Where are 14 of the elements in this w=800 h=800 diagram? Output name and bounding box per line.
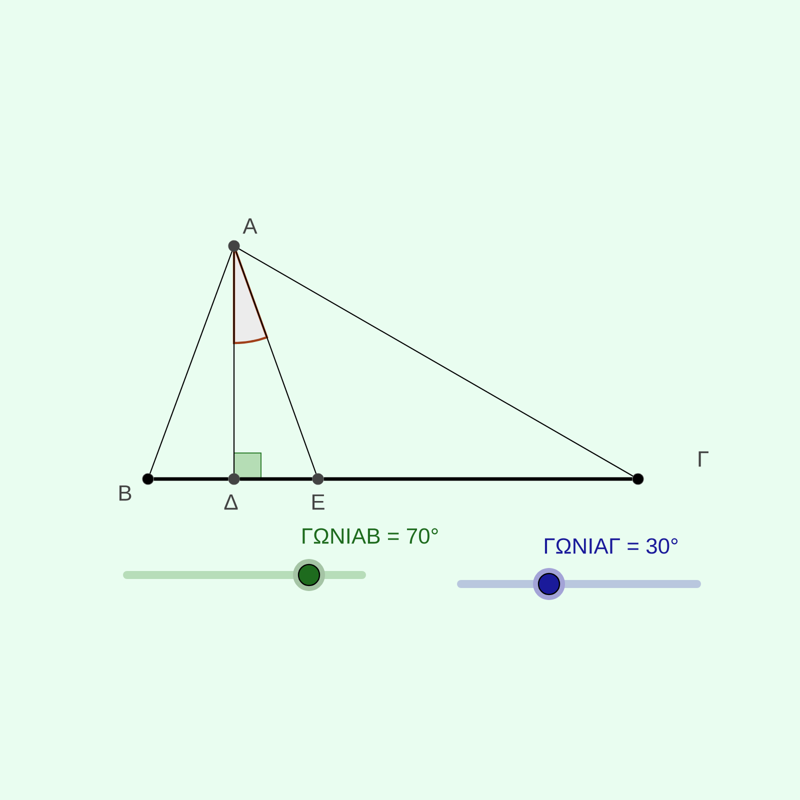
point-label: Ε [312, 494, 324, 510]
point-label: A [242, 218, 258, 234]
slider-label: ΓΩΝΙΑΒ = 70° [302, 528, 438, 544]
segment [324, 477, 632, 481]
point-label: Γ [698, 451, 708, 467]
segment [154, 477, 228, 481]
segment [150, 251, 233, 474]
point-label: B [119, 485, 132, 501]
segment [240, 477, 312, 481]
segment [233, 252, 235, 474]
segment [238, 248, 634, 477]
segment [235, 251, 317, 474]
slider-label: ΓΩΝΙΑΓ = 30° [544, 538, 678, 554]
point-label: Δ [224, 494, 238, 510]
